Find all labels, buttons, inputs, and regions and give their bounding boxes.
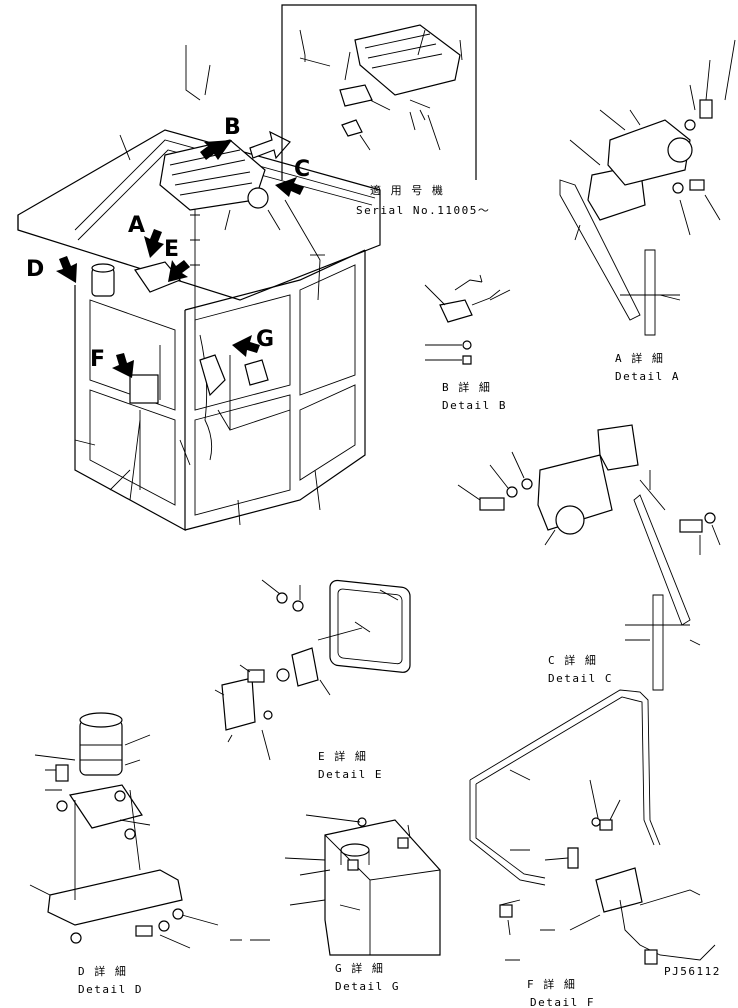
- detail-c-en: Detail C: [548, 672, 613, 685]
- detail-e-drawing: E 詳 細 Detail E: [214, 579, 411, 781]
- label-c: C: [294, 157, 310, 182]
- detail-c-jp: C 詳 細: [548, 653, 597, 667]
- arrow-c: [275, 177, 304, 197]
- detail-g-jp: G 詳 細: [335, 961, 384, 975]
- arrow-b: [200, 140, 232, 160]
- inset-arrow: [249, 130, 291, 160]
- detail-f-drawing: F 詳 細 Detail F: [469, 689, 716, 1008]
- detail-f-jp: F 詳 細: [527, 977, 576, 991]
- detail-a-drawing: A 詳 細 Detail A: [559, 39, 736, 383]
- detail-d-jp: D 詳 細: [78, 964, 127, 978]
- detail-g-en: Detail G: [335, 980, 400, 993]
- arrow-e: [168, 260, 190, 282]
- detail-c-drawing: C 詳 細 Detail C: [457, 424, 721, 691]
- label-b: B: [224, 115, 241, 140]
- detail-a-en: Detail A: [615, 370, 680, 383]
- arrow-f: [112, 353, 134, 378]
- cab-assembly: [17, 45, 381, 532]
- detail-e-en: Detail E: [318, 768, 383, 781]
- detail-f-en: Detail F: [530, 996, 595, 1008]
- serial-en: Serial No.11005～: [356, 204, 490, 217]
- arrow-d: [56, 256, 77, 283]
- label-f: F: [90, 347, 105, 372]
- label-e: E: [164, 237, 179, 262]
- detail-d-drawing: D 詳 細 Detail D: [29, 712, 270, 996]
- view-arrows: [56, 130, 304, 378]
- serial-jp: 適 用 号 機: [370, 183, 444, 197]
- detail-g-drawing: G 詳 細 Detail G: [284, 814, 441, 993]
- arrow-a: [144, 229, 164, 258]
- label-d: D: [26, 257, 44, 282]
- label-g: G: [256, 327, 274, 352]
- arrow-g: [232, 335, 260, 357]
- detail-b-drawing: B 詳 細 Detail B: [424, 274, 511, 412]
- label-a: A: [128, 213, 145, 238]
- detail-a-jp: A 詳 細: [615, 351, 664, 365]
- detail-b-jp: B 詳 細: [442, 380, 491, 394]
- serial-inset: 適 用 号 機 Serial No.11005～: [281, 4, 490, 217]
- detail-b-en: Detail B: [442, 399, 507, 412]
- detail-e-jp: E 詳 細: [318, 749, 367, 763]
- detail-d-en: Detail D: [78, 983, 143, 996]
- drawing-number: PJ56112: [664, 965, 721, 978]
